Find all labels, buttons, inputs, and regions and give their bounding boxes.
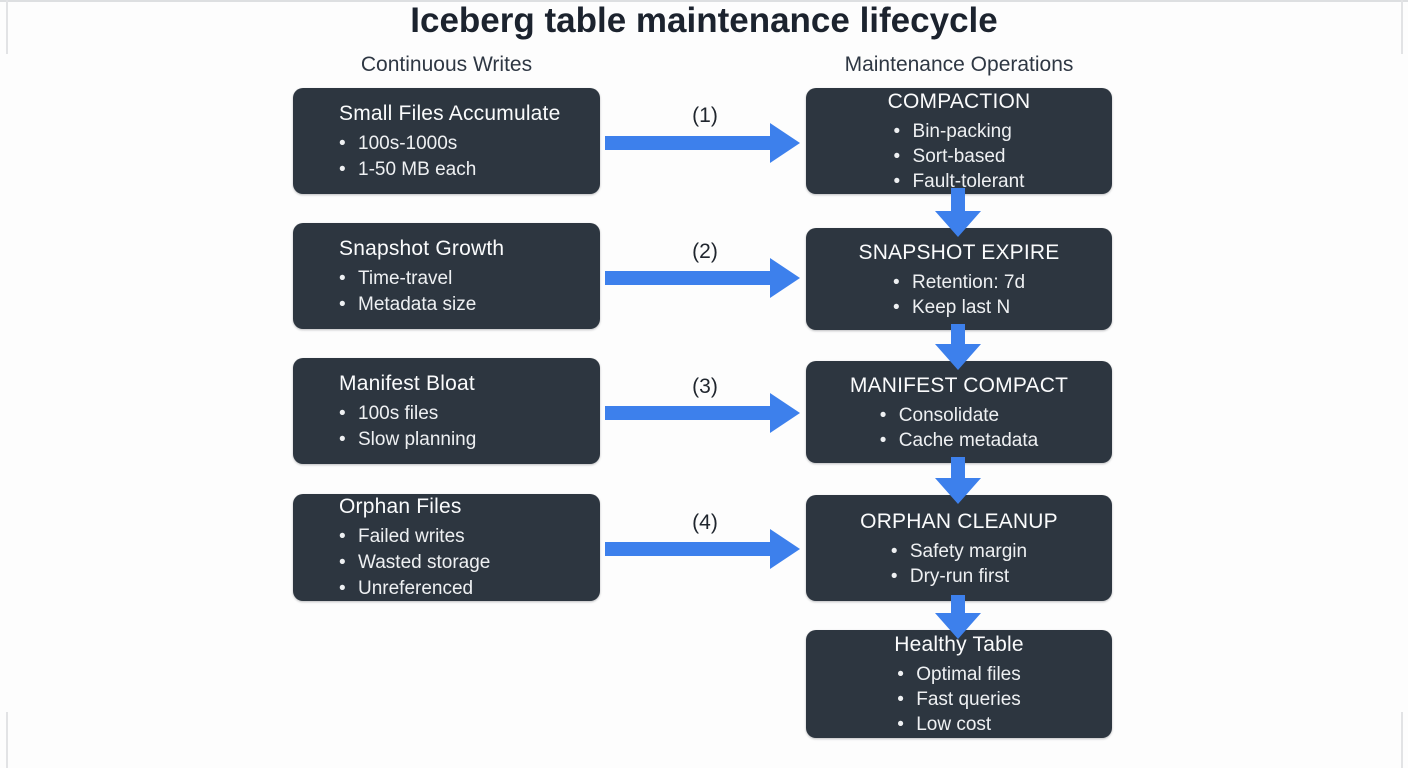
bullet-item: Safety margin xyxy=(891,539,1027,564)
frame-line-left-top xyxy=(6,0,8,54)
bullet-item: 100s files xyxy=(339,401,476,427)
node-bullet-list: Consolidate Cache metadata xyxy=(880,403,1038,453)
arrow-right-3 xyxy=(605,393,800,433)
node-title: MANIFEST COMPACT xyxy=(849,373,1069,397)
node-bullet-list: 100s-1000s 1-50 MB each xyxy=(339,131,476,183)
bullet-item: Retention: 7d xyxy=(893,270,1025,295)
node-bullet-list: Bin-packing Sort-based Fault-tolerant xyxy=(894,119,1025,194)
page-title: Iceberg table maintenance lifecycle xyxy=(410,1,998,40)
bullet-item: 100s-1000s xyxy=(339,131,476,157)
node-title: ORPHAN CLEANUP xyxy=(860,509,1058,533)
bullet-item: Failed writes xyxy=(339,524,490,550)
bullet-item: Keep last N xyxy=(893,295,1025,320)
bullet-item: Metadata size xyxy=(339,292,476,318)
node-bullet-list: 100s files Slow planning xyxy=(339,401,476,453)
bullet-item: Sort-based xyxy=(894,144,1025,169)
column-header-continuous-writes: Continuous Writes xyxy=(360,53,533,76)
node-orphan-cleanup: ORPHAN CLEANUP Safety margin Dry-run fir… xyxy=(806,495,1112,601)
bullet-item: Slow planning xyxy=(339,427,476,453)
node-bullet-list: Optimal files Fast queries Low cost xyxy=(897,662,1021,737)
bullet-item: Time-travel xyxy=(339,266,476,292)
node-manifest-compact: MANIFEST COMPACT Consolidate Cache metad… xyxy=(806,361,1112,463)
arrow-label-2: (2) xyxy=(692,240,718,263)
bullet-item: Cache metadata xyxy=(880,428,1038,453)
node-orphan-files: Orphan Files Failed writes Wasted storag… xyxy=(293,494,600,602)
frame-line-right-top xyxy=(1401,0,1403,54)
node-title: Orphan Files xyxy=(339,495,462,518)
node-healthy-table: Healthy Table Optimal files Fast queries… xyxy=(806,630,1112,738)
arrow-right-2 xyxy=(605,258,800,298)
node-bullet-list: Time-travel Metadata size xyxy=(339,266,476,318)
arrow-right-4 xyxy=(605,529,800,569)
arrow-label-4: (4) xyxy=(692,511,718,534)
node-title: COMPACTION xyxy=(887,90,1031,113)
node-title: SNAPSHOT EXPIRE xyxy=(858,240,1060,264)
bullet-item: 1-50 MB each xyxy=(339,157,476,183)
bullet-item: Dry-run first xyxy=(891,564,1027,589)
column-header-maintenance-operations: Maintenance Operations xyxy=(844,53,1074,76)
node-title: Snapshot Growth xyxy=(339,236,505,260)
node-bullet-list: Retention: 7d Keep last N xyxy=(893,270,1025,320)
node-compaction: COMPACTION Bin-packing Sort-based Fault-… xyxy=(806,88,1112,194)
frame-line-left-bottom xyxy=(6,712,8,768)
frame-line-top xyxy=(0,0,1408,2)
bullet-item: Optimal files xyxy=(897,662,1021,687)
arrow-label-3: (3) xyxy=(692,375,718,398)
arrow-right-1 xyxy=(605,123,800,163)
bullet-item: Consolidate xyxy=(880,403,1038,428)
bullet-item: Fast queries xyxy=(897,687,1021,712)
bullet-item: Unreferenced xyxy=(339,576,490,602)
node-snapshot-expire: SNAPSHOT EXPIRE Retention: 7d Keep last … xyxy=(806,228,1112,330)
node-bullet-list: Safety margin Dry-run first xyxy=(891,539,1027,589)
node-title: Manifest Bloat xyxy=(339,371,475,395)
arrow-label-1: (1) xyxy=(692,104,718,127)
node-bullet-list: Failed writes Wasted storage Unreference… xyxy=(339,524,490,602)
node-small-files-accumulate: Small Files Accumulate 100s-1000s 1-50 M… xyxy=(293,88,600,194)
bullet-item: Bin-packing xyxy=(894,119,1025,144)
node-title: Small Files Accumulate xyxy=(339,101,561,125)
frame-line-right-bottom xyxy=(1401,712,1403,768)
node-title: Healthy Table xyxy=(894,633,1024,656)
bullet-item: Low cost xyxy=(897,712,1021,737)
node-snapshot-growth: Snapshot Growth Time-travel Metadata siz… xyxy=(293,223,600,329)
node-manifest-bloat: Manifest Bloat 100s files Slow planning xyxy=(293,358,600,464)
bullet-item: Wasted storage xyxy=(339,550,490,576)
bullet-item: Fault-tolerant xyxy=(894,169,1025,194)
